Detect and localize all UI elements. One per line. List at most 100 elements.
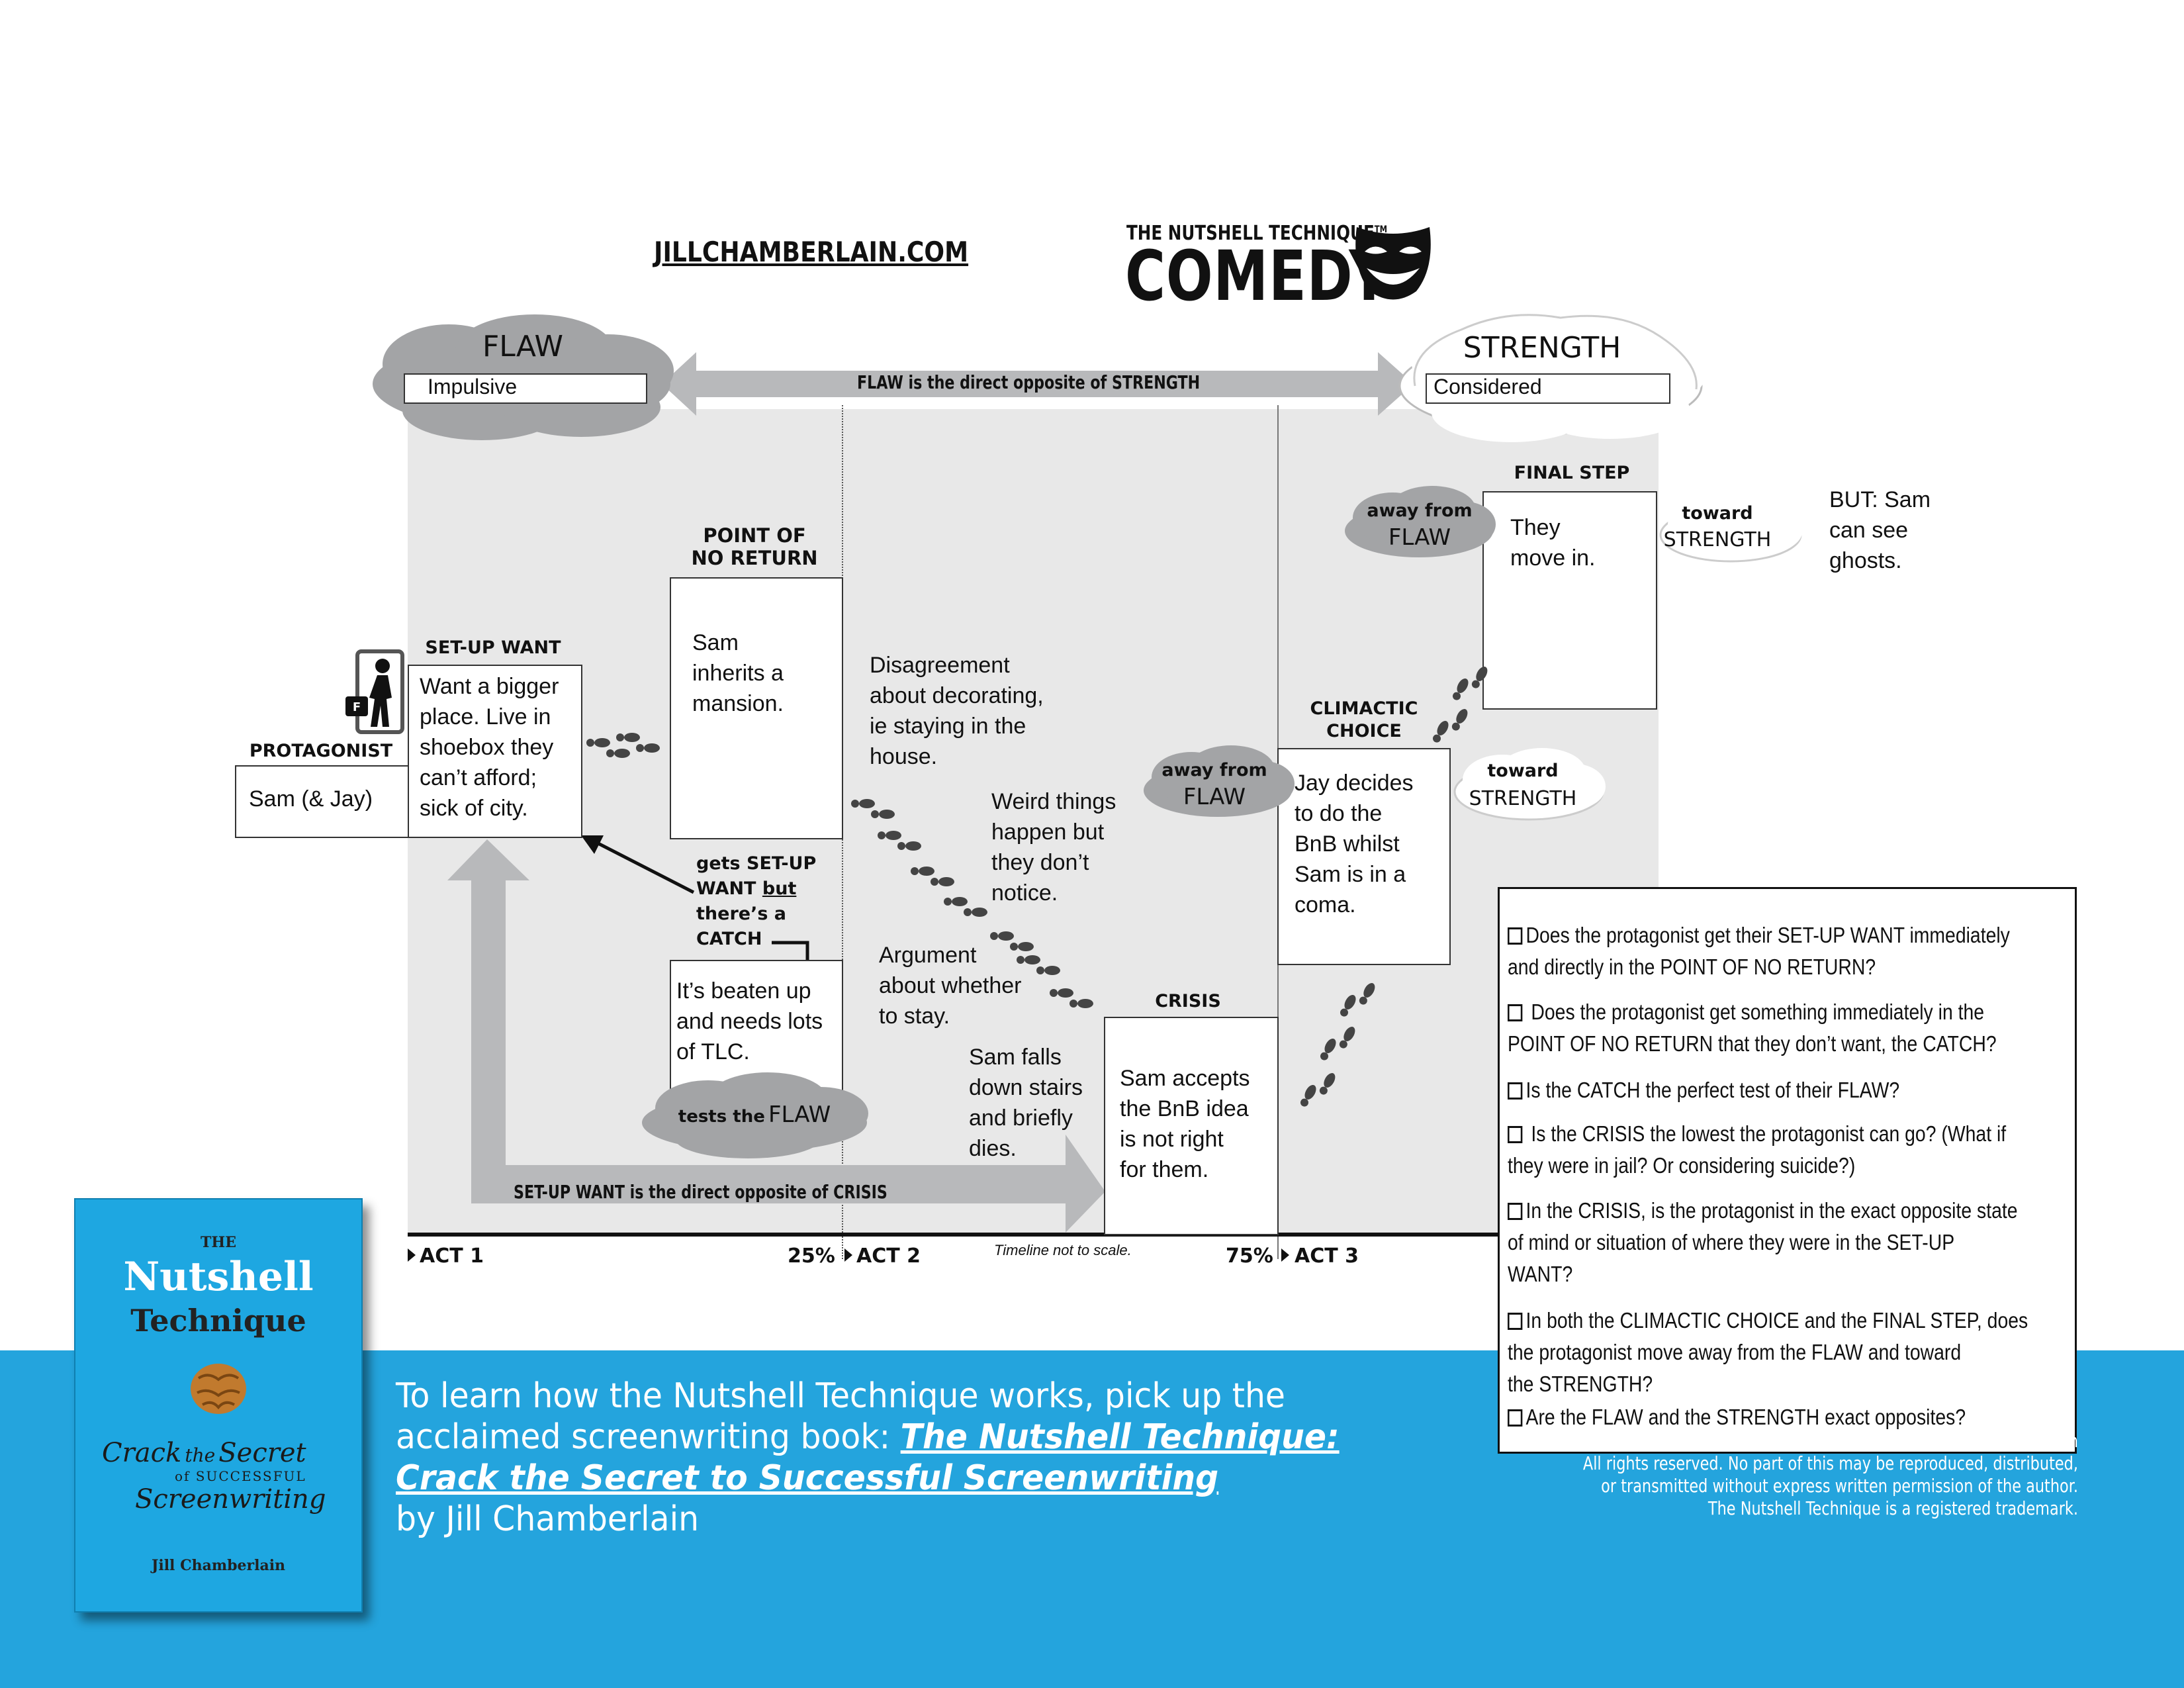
timeline-act2: ACT 2 (856, 1244, 921, 1268)
climactic-away-text: away from FLAW (1145, 757, 1284, 810)
promo-author: by Jill Chamberlain (396, 1499, 700, 1539)
gets-setup-line3: there’s a (696, 904, 787, 924)
point-of-no-return-box (670, 577, 843, 839)
strength-value-box (1426, 373, 1670, 404)
catch-pointer (772, 941, 809, 966)
checkbox[interactable] (1508, 1126, 1523, 1143)
website-link[interactable]: JILLCHAMBERLAIN.COM (654, 236, 969, 268)
promo-book-title-link[interactable]: The Nutshell Technique: (900, 1417, 1340, 1457)
final-away-text: away from FLAW (1350, 498, 1489, 551)
check-item-6[interactable]: In both the CLIMACTIC CHOICE and the FIN… (1508, 1305, 2060, 1400)
book-tag-the: the (185, 1444, 216, 1466)
climactic-away-cloud (1144, 745, 1295, 817)
walnut-icon (191, 1364, 246, 1414)
checkbox[interactable] (1508, 1409, 1523, 1427)
final-toward-word: STRENGTH (1663, 528, 1772, 551)
but-note: BUT: Sam can see ghosts. (1829, 487, 1931, 573)
checkbox[interactable] (1508, 1313, 1523, 1330)
check-text: In both the CLIMACTIC CHOICE and the FIN… (1508, 1308, 2028, 1396)
climactic-choice-text: Jay decides to do the BnB whilst Sam is … (1295, 771, 1414, 917)
climactic-toward-cloud (1453, 748, 1606, 821)
protagonist-text: Sam (& Jay) (249, 786, 373, 812)
check-item-4[interactable]: Is the CRISIS the lowest the protagonist… (1508, 1118, 2060, 1182)
book-tag-successful: of SUCCESSFUL (175, 1468, 306, 1484)
copyright-line2: All rights reserved. No part of this may… (1582, 1452, 2078, 1474)
timeline-axis (408, 1233, 1506, 1237)
climactic-choice-label: CLIMACTIC CHOICE (1310, 698, 1418, 741)
checkbox[interactable] (1508, 1004, 1523, 1021)
comedy-mask-icon (1355, 227, 1431, 300)
final-step-label: FINAL STEP (1514, 463, 1630, 483)
tests-flaw-word: FLAW (768, 1102, 831, 1128)
promo-book-subtitle-link[interactable]: Crack the Secret to Successful Screenwri… (396, 1458, 1219, 1498)
gets-setup-note: gets SET-UP WANT but there’s a CATCH (696, 851, 816, 952)
tests-flaw-text: tests the FLAW (662, 1102, 847, 1128)
check-item-2[interactable]: Does the protagonist get something immed… (1508, 996, 2060, 1060)
tests-flaw-cloud (642, 1072, 868, 1158)
catch-box (670, 960, 843, 1091)
checkbox[interactable] (1508, 1203, 1523, 1220)
event-weird-things: Weird things happen but they don’t notic… (991, 789, 1116, 906)
book-title2: Technique (130, 1303, 306, 1338)
flaw-strength-arrow (662, 352, 1414, 416)
flaw-title: FLAW (482, 330, 564, 363)
promo-line2: acclaimed screenwriting book: The Nutshe… (396, 1417, 1340, 1458)
book-tag-crack: Crack (102, 1438, 182, 1468)
promo-line1: To learn how the Nutshell Technique work… (396, 1376, 1286, 1416)
protagonist-box (235, 765, 410, 838)
checkbox[interactable] (1508, 927, 1523, 945)
setup-want-text: Want a bigger place. Live in shoebox the… (420, 674, 559, 821)
point-of-no-return-label: POINT OF NO RETURN (691, 524, 818, 569)
timeline-note: Timeline not to scale. (994, 1242, 1132, 1258)
checkbox[interactable] (1508, 1082, 1523, 1100)
climactic-away-prefix: away from (1161, 760, 1267, 780)
final-away-cloud (1345, 486, 1496, 557)
setup-crisis-arrow (447, 839, 1105, 1233)
flaw-value-box (404, 373, 647, 404)
timeline-act1: ACT 1 (420, 1244, 484, 1268)
flaw-strength-arrow-label: FLAW is the direct opposite of STRENGTH (857, 371, 1201, 393)
crisis-label: CRISIS (1155, 991, 1221, 1011)
check-item-5[interactable]: In the CRISIS, is the protagonist in the… (1508, 1195, 2060, 1290)
event-sam-falls: Sam falls down stairs and briefly dies. (969, 1045, 1083, 1161)
final-toward-cloud (1659, 494, 1803, 563)
genre-title: COMEDY (1125, 236, 1390, 316)
check-item-7[interactable]: Are the FLAW and the STRENGTH exact oppo… (1508, 1401, 2060, 1433)
book-title1: Nutshell (123, 1254, 314, 1300)
final-away-prefix: away from (1367, 500, 1473, 521)
gets-setup-line1: gets SET-UP (696, 853, 817, 874)
gets-setup-line4: CATCH (696, 929, 762, 949)
check-text: Is the CRISIS the lowest the protagonist… (1508, 1121, 2007, 1178)
final-step-text: They move in. (1510, 515, 1596, 571)
gets-setup-line2: WANT but (696, 876, 816, 902)
point-of-no-return-text: Sam inherits a mansion. (692, 630, 784, 716)
book-tag-screenwriting: Screenwriting (135, 1484, 326, 1515)
book-author: Jill Chamberlain (151, 1557, 286, 1574)
crisis-box (1104, 1017, 1279, 1235)
final-toward-prefix: toward (1682, 503, 1753, 524)
checklist-box: Does the protagonist get their SET-UP WA… (1498, 887, 2077, 1454)
event-disagreement: Disagreement about decorating, ie stayin… (870, 653, 1044, 769)
book-cover[interactable]: THE Nutshell Technique Crack the Secret … (74, 1198, 363, 1613)
promo-text: To learn how the Nutshell Technique work… (396, 1376, 1340, 1540)
timeline-25: 25% (788, 1244, 835, 1268)
final-toward-text: toward STRENGTH (1648, 500, 1787, 553)
technique-heading: THE NUTSHELL TECHNIQUETM (1126, 222, 1387, 245)
flaw-value: Impulsive (428, 375, 518, 399)
check-text: In the CRISIS, is the protagonist in the… (1508, 1198, 2018, 1286)
copyright-line4: The Nutshell Technique is a registered t… (1707, 1497, 2078, 1519)
gets-setup-pointer (589, 837, 695, 894)
svg-text:F: F (353, 700, 361, 714)
copyright-line1: Copyright © 2016 by Jill Chamberlain (1799, 1430, 2078, 1452)
event-argument: Argument about whether to stay. (879, 943, 1022, 1029)
check-text: Does the protagonist get their SET-UP WA… (1508, 923, 2010, 979)
gets-setup-but: but (762, 878, 797, 899)
setup-want-label: SET-UP WANT (425, 637, 561, 658)
protagonist-suitcase-icon: F (345, 649, 404, 734)
check-item-1[interactable]: Does the protagonist get their SET-UP WA… (1508, 919, 2060, 983)
climactic-toward-word: STRENGTH (1469, 787, 1577, 810)
book-tagline: Crack the Secret of SUCCESSFUL Screenwri… (102, 1438, 340, 1515)
check-item-3[interactable]: Is the CATCH the perfect test of their F… (1508, 1074, 2060, 1106)
book-the: THE (201, 1234, 236, 1251)
check-text: Does the protagonist get something immed… (1508, 1000, 1997, 1056)
